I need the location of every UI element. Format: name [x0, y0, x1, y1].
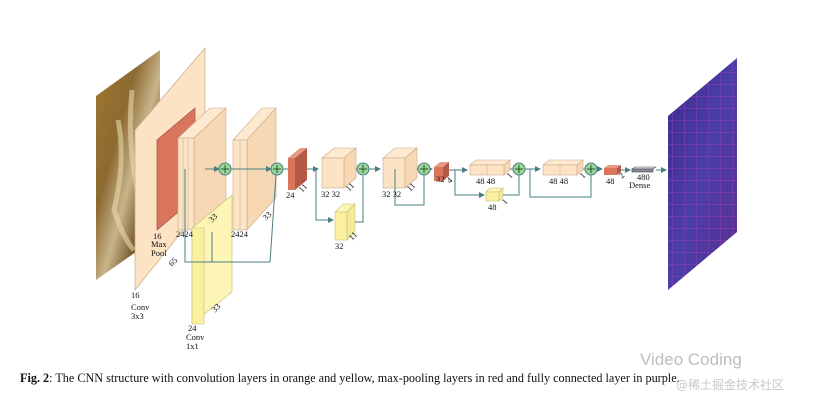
sum-node: [584, 162, 598, 176]
conv-block-4: [382, 147, 418, 189]
conv-block-2: [232, 107, 277, 231]
label-16-top: 16: [153, 231, 162, 241]
maxpool-layer-3: [434, 162, 449, 181]
label-48-a: 48 48: [476, 176, 495, 186]
sum-node: [512, 162, 526, 176]
maxpool-layer-2: [288, 148, 307, 190]
label-maxpool-line2: Pool: [151, 248, 167, 258]
conv-block-5: [469, 159, 511, 176]
cnn-diagram: 16 16 Conv 3x3 Max Pool 2424 2424 33 33 …: [96, 47, 737, 351]
connections: [184, 166, 667, 263]
label-1-c: 1: [577, 170, 587, 180]
sum-node: [270, 162, 284, 176]
maxpool-layer-4: [604, 165, 621, 175]
label-2: 2: [616, 170, 626, 180]
label-32-d: 32 32: [382, 189, 401, 199]
label-4: 4: [444, 175, 455, 186]
label-24-pool2: 24: [286, 190, 295, 200]
label-conv1x1-line2: 1x1: [186, 341, 199, 351]
label-24-b: 2424: [231, 229, 249, 239]
label-dense: Dense: [629, 180, 650, 190]
conv-block-3-yellow: [334, 203, 356, 241]
label-24-a: 2424: [176, 229, 194, 239]
label-32-c: 32: [335, 241, 344, 251]
label-32-a: 32 32: [321, 189, 340, 199]
label-48-c: 48: [488, 202, 497, 212]
label-48-f: 48: [606, 176, 615, 186]
label-65: 65: [166, 255, 179, 268]
label-48-d: 48 48: [549, 176, 568, 186]
figure-caption: Fig. 2: The CNN structure with convoluti…: [20, 371, 810, 386]
sum-nodes: [218, 162, 598, 176]
caption-prefix: Fig. 2: [20, 371, 50, 385]
conv-block-5-yellow: [485, 187, 504, 202]
dense-layer: [631, 166, 657, 173]
label-conv1x1-line1: Conv: [186, 332, 205, 342]
caption-text: : The CNN structure with convolution lay…: [49, 371, 680, 385]
fc-output: [668, 58, 737, 290]
label-1-b: 1: [499, 196, 509, 206]
label-32-f: 32: [436, 174, 445, 184]
label-480: 480: [637, 172, 650, 182]
watermark-title: Video Coding: [640, 350, 742, 369]
label-24-conv1x1: 24: [188, 323, 197, 333]
label-1-a: 1: [504, 170, 514, 180]
label-16-bottom: 16: [131, 290, 140, 300]
conv-block-3: [321, 147, 357, 189]
watermark-subtitle: @稀土掘金技术社区: [676, 378, 785, 392]
label-maxpool-line1: Max: [151, 239, 167, 249]
sum-node: [417, 162, 431, 176]
label-conv3x3-line2: 3x3: [131, 311, 144, 321]
label-conv3x3-line1: Conv: [131, 302, 150, 312]
sum-node: [218, 162, 232, 176]
sum-node: [356, 162, 370, 176]
conv-block-6: [542, 159, 584, 176]
